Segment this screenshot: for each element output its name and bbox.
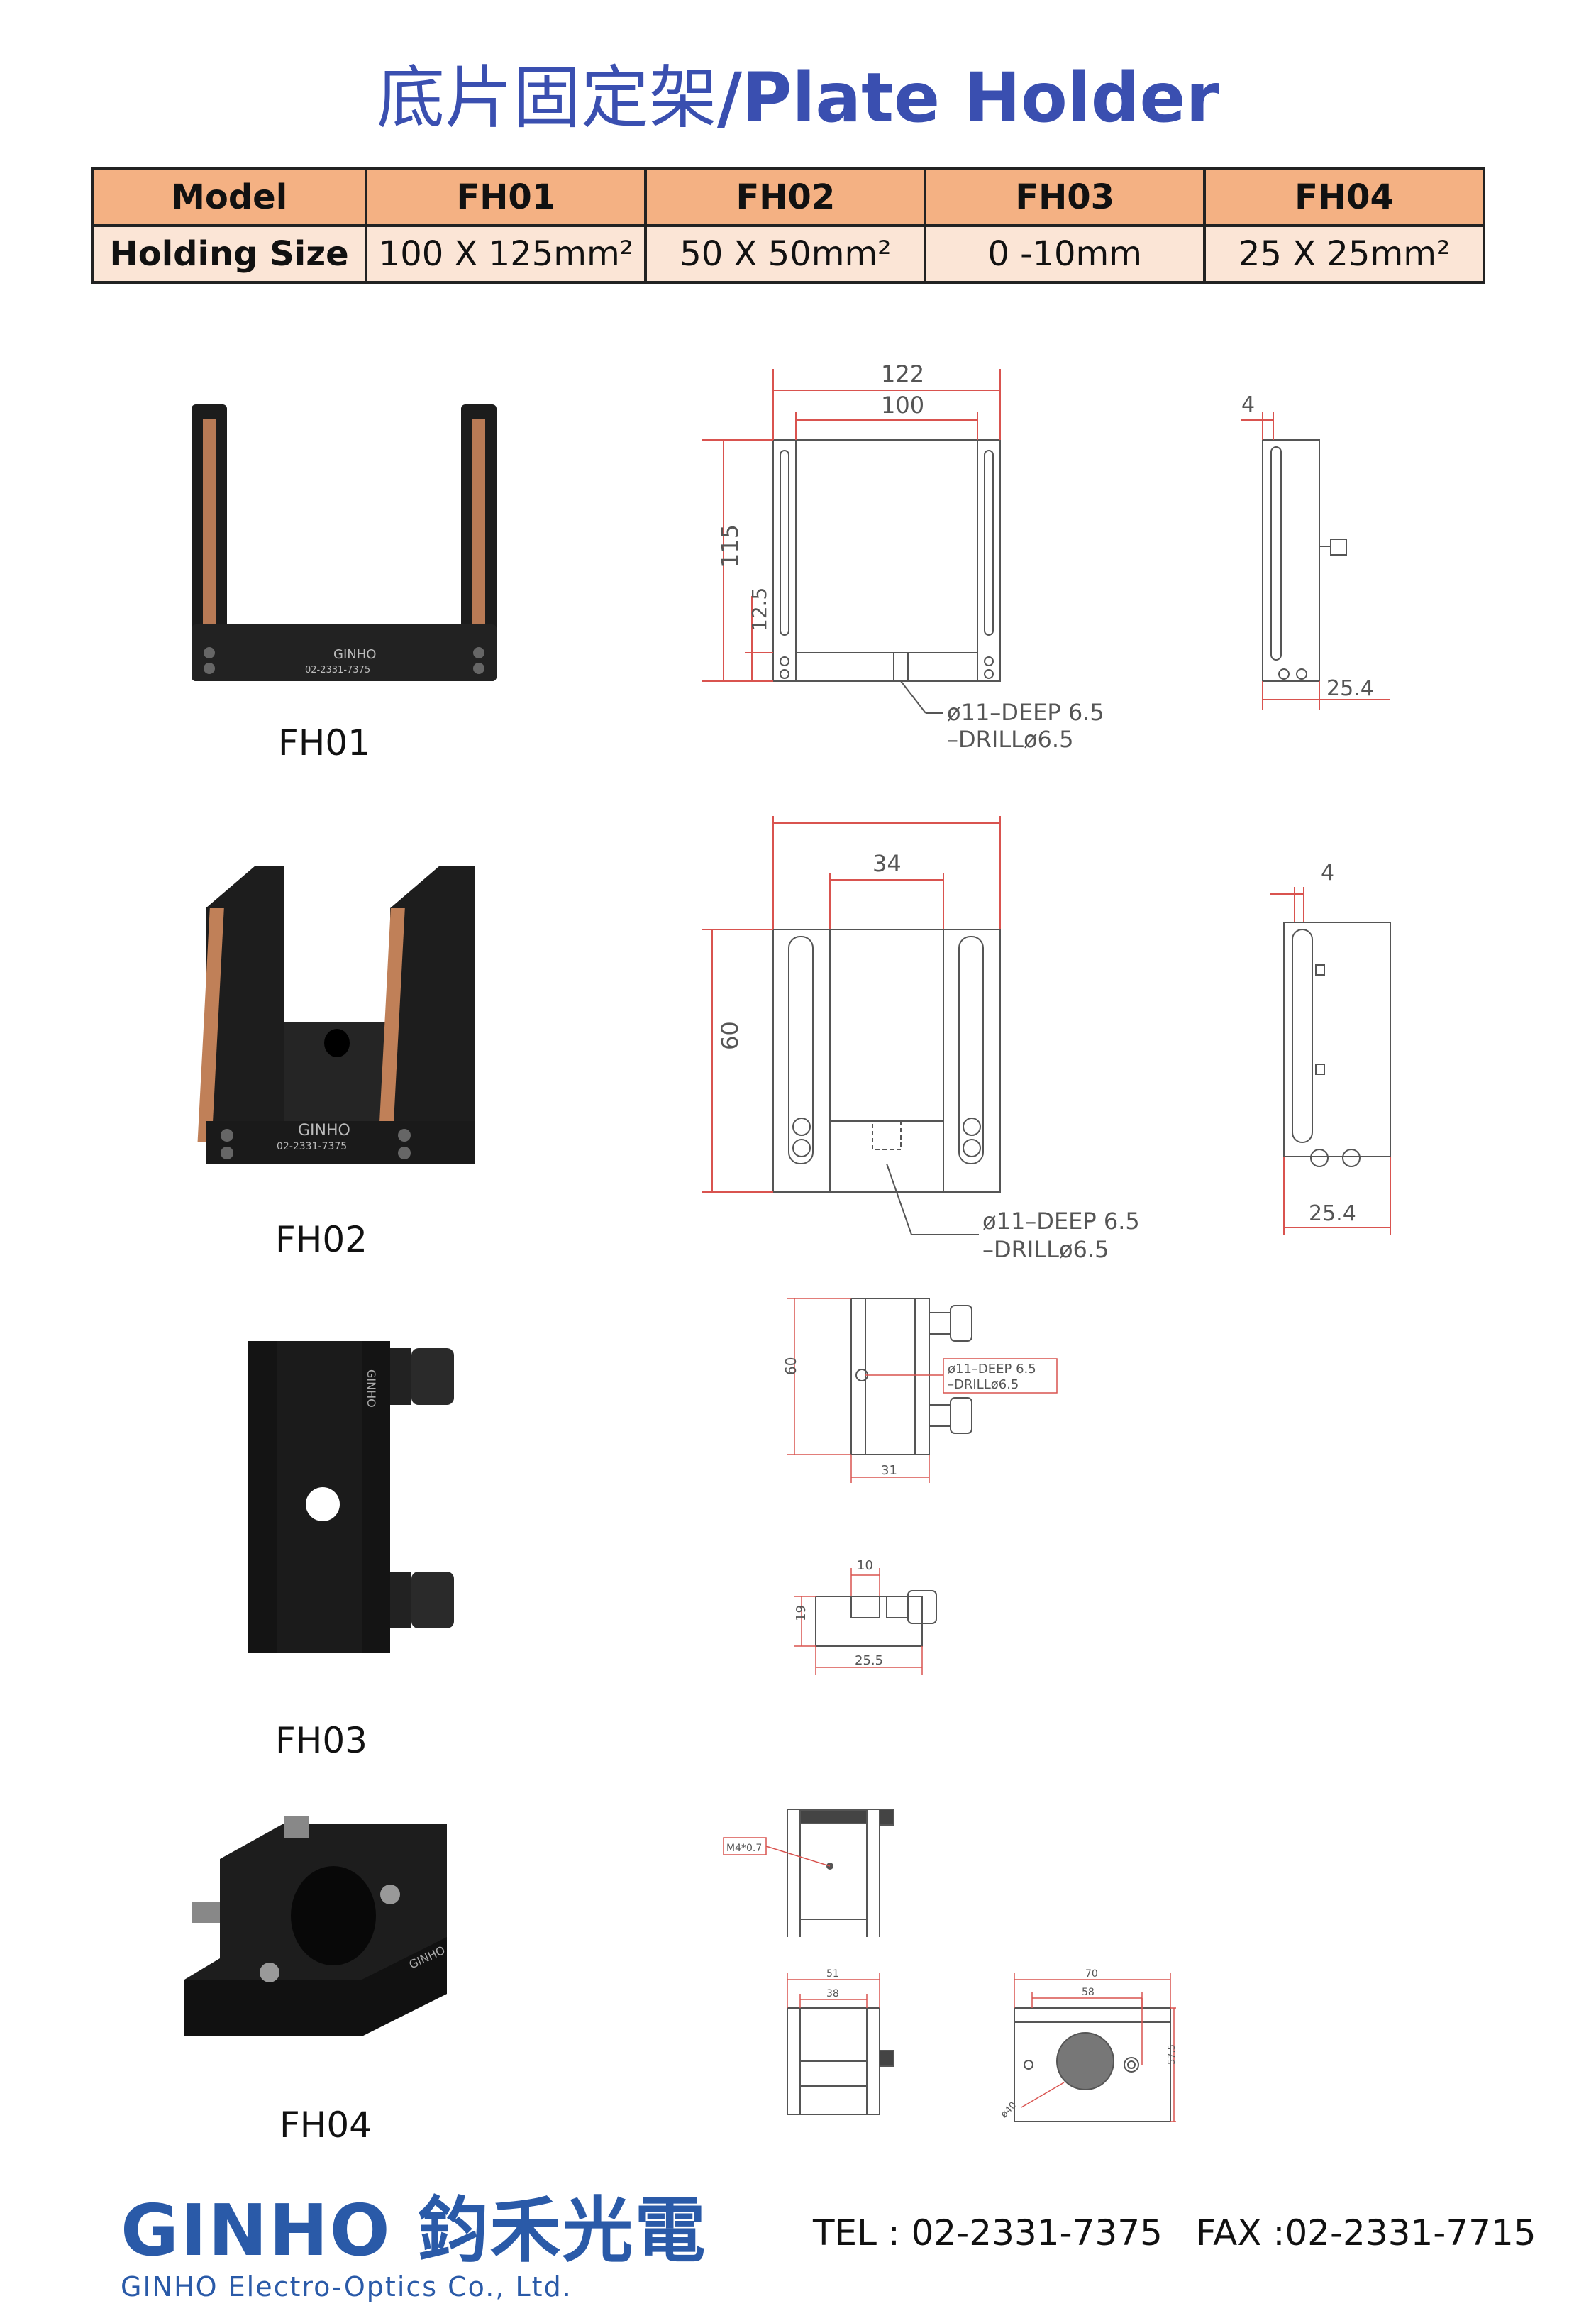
fh01-photo: GINHO 02-2331-7375	[192, 404, 497, 681]
fh02-photo-phone: 02-2331-7375	[277, 1141, 347, 1152]
spec-size-row: Holding Size 100 X 125mm² 50 X 50mm² 0 -…	[90, 224, 1485, 284]
title-cn: 底片固定架	[377, 58, 718, 138]
fh02-note2: –DRILLø6.5	[982, 1236, 1109, 1263]
fh04-thread: M4*0.7	[726, 1843, 762, 1854]
header-fh02: FH02	[644, 167, 927, 227]
fh04-photo: GINHO	[184, 1816, 447, 2036]
fh01-photo-brand: GINHO	[333, 647, 376, 662]
size-fh04: 25 X 25mm²	[1203, 224, 1485, 284]
spec-table: Model FH01 FH02 FH03 FH04 Holding Size 1…	[90, 167, 1485, 284]
fh01-side-drawing: 4 25.4	[1241, 392, 1390, 710]
row-holding-size: Holding Size	[90, 224, 368, 284]
size-fh03: 0 -10mm	[924, 224, 1207, 284]
fh03-note1: ø11–DEEP 6.5	[948, 1362, 1036, 1377]
size-fh01: 100 X 125mm²	[365, 224, 648, 284]
fh01-note1: ø11–DEEP 6.5	[947, 699, 1104, 726]
fh01-dim-overall: 122	[881, 360, 924, 387]
fh03-end-drawing: 10 19 25.5	[794, 1558, 937, 1675]
fh02-photo-brand: GINHO	[298, 1122, 350, 1140]
fh01-front-drawing: 122 100 115 12.5 ø11–DEEP 6.5 –DRILLø6.5	[702, 360, 1104, 753]
fh01-dim-inner: 100	[881, 392, 924, 419]
fh02-dim-height: 60	[716, 1021, 743, 1050]
fh03-photo-brand: GINHO	[365, 1369, 378, 1408]
fh04-front-drawing: 51 38	[787, 1968, 894, 2115]
fh04-label: FH04	[279, 2104, 372, 2146]
fh02-label: FH02	[275, 1219, 367, 1260]
company-name: GINHO Electro-Optics Co., Ltd.	[121, 2271, 572, 2302]
header-fh03: FH03	[924, 167, 1207, 227]
fh03-note2: –DRILLø6.5	[948, 1377, 1019, 1392]
fh01-label: FH01	[278, 722, 370, 763]
fh04-dim-bore: ø40	[999, 2100, 1019, 2120]
spec-header-row: Model FH01 FH02 FH03 FH04	[90, 167, 1485, 227]
fh03-label: FH03	[275, 1720, 367, 1761]
fh03-photo: GINHO	[248, 1341, 454, 1653]
fh03-dim-slot: 10	[857, 1558, 873, 1573]
fh02-photo: GINHO 02-2331-7375	[197, 866, 475, 1164]
fh01-note2: –DRILLø6.5	[947, 726, 1073, 753]
fh04-dim-base-w: 70	[1085, 1968, 1098, 1980]
fh04-dim-base-h: 57.5	[1167, 2044, 1177, 2065]
page-title: 底片固定架/Plate Holder	[0, 43, 1596, 141]
fh03-dim-width: 31	[881, 1463, 897, 1478]
fh02-side-drawing: 4 25.4	[1270, 861, 1391, 1235]
fh04-dim-base-inner: 58	[1082, 1987, 1095, 1998]
company-logo: GINHO 鈞禾光電 GINHO Electro-Optics Co., Ltd…	[121, 2173, 707, 2302]
header-fh01: FH01	[365, 167, 648, 227]
header-fh04: FH04	[1203, 167, 1485, 227]
fh03-dim-depth: 25.5	[855, 1653, 883, 1668]
fax-number: FAX :02-2331-7715	[1196, 2212, 1536, 2253]
fh03-dim-side-height: 19	[794, 1605, 809, 1621]
size-fh02: 50 X 50mm²	[644, 224, 927, 284]
header-model: Model	[90, 167, 368, 227]
fh02-dim-depth: 25.4	[1309, 1201, 1356, 1226]
fh01-dim-side: 4	[1241, 392, 1255, 417]
fh04-dim-inner: 38	[826, 1988, 839, 1999]
fh03-top-drawing: 60 31 ø11–DEEP 6.5 –DRILLø6.5	[782, 1298, 1058, 1483]
tel-number: TEL : 02-2331-7375	[813, 2212, 1163, 2253]
fh02-dim-inner: 34	[872, 850, 902, 877]
fh01-dim-height: 115	[716, 524, 743, 568]
logo-en: GINHO	[121, 2189, 392, 2272]
fh01-dim-depth: 25.4	[1326, 676, 1374, 701]
logo-cn: 鈞禾光電	[417, 2189, 707, 2272]
title-en: /Plate Holder	[717, 58, 1219, 138]
fh01-dim-base: 12.5	[748, 587, 771, 631]
fh04-base-drawing: 70 58 57.5 ø40	[999, 1968, 1177, 2122]
fh01-photo-phone: 02-2331-7375	[305, 665, 370, 675]
logo-text: GINHO 鈞禾光電	[121, 2173, 707, 2275]
fh04-dim-outer: 51	[826, 1968, 839, 1980]
fh04-top-drawing: M4*0.7	[723, 1809, 894, 1937]
fh03-dim-height: 60	[782, 1357, 799, 1375]
fh02-note1: ø11–DEEP 6.5	[982, 1208, 1140, 1235]
fh02-front-drawing: 34 60 ø11–DEEP 6.5 –DRILLø6.5	[702, 816, 1140, 1263]
fh02-dim-side: 4	[1321, 861, 1334, 886]
